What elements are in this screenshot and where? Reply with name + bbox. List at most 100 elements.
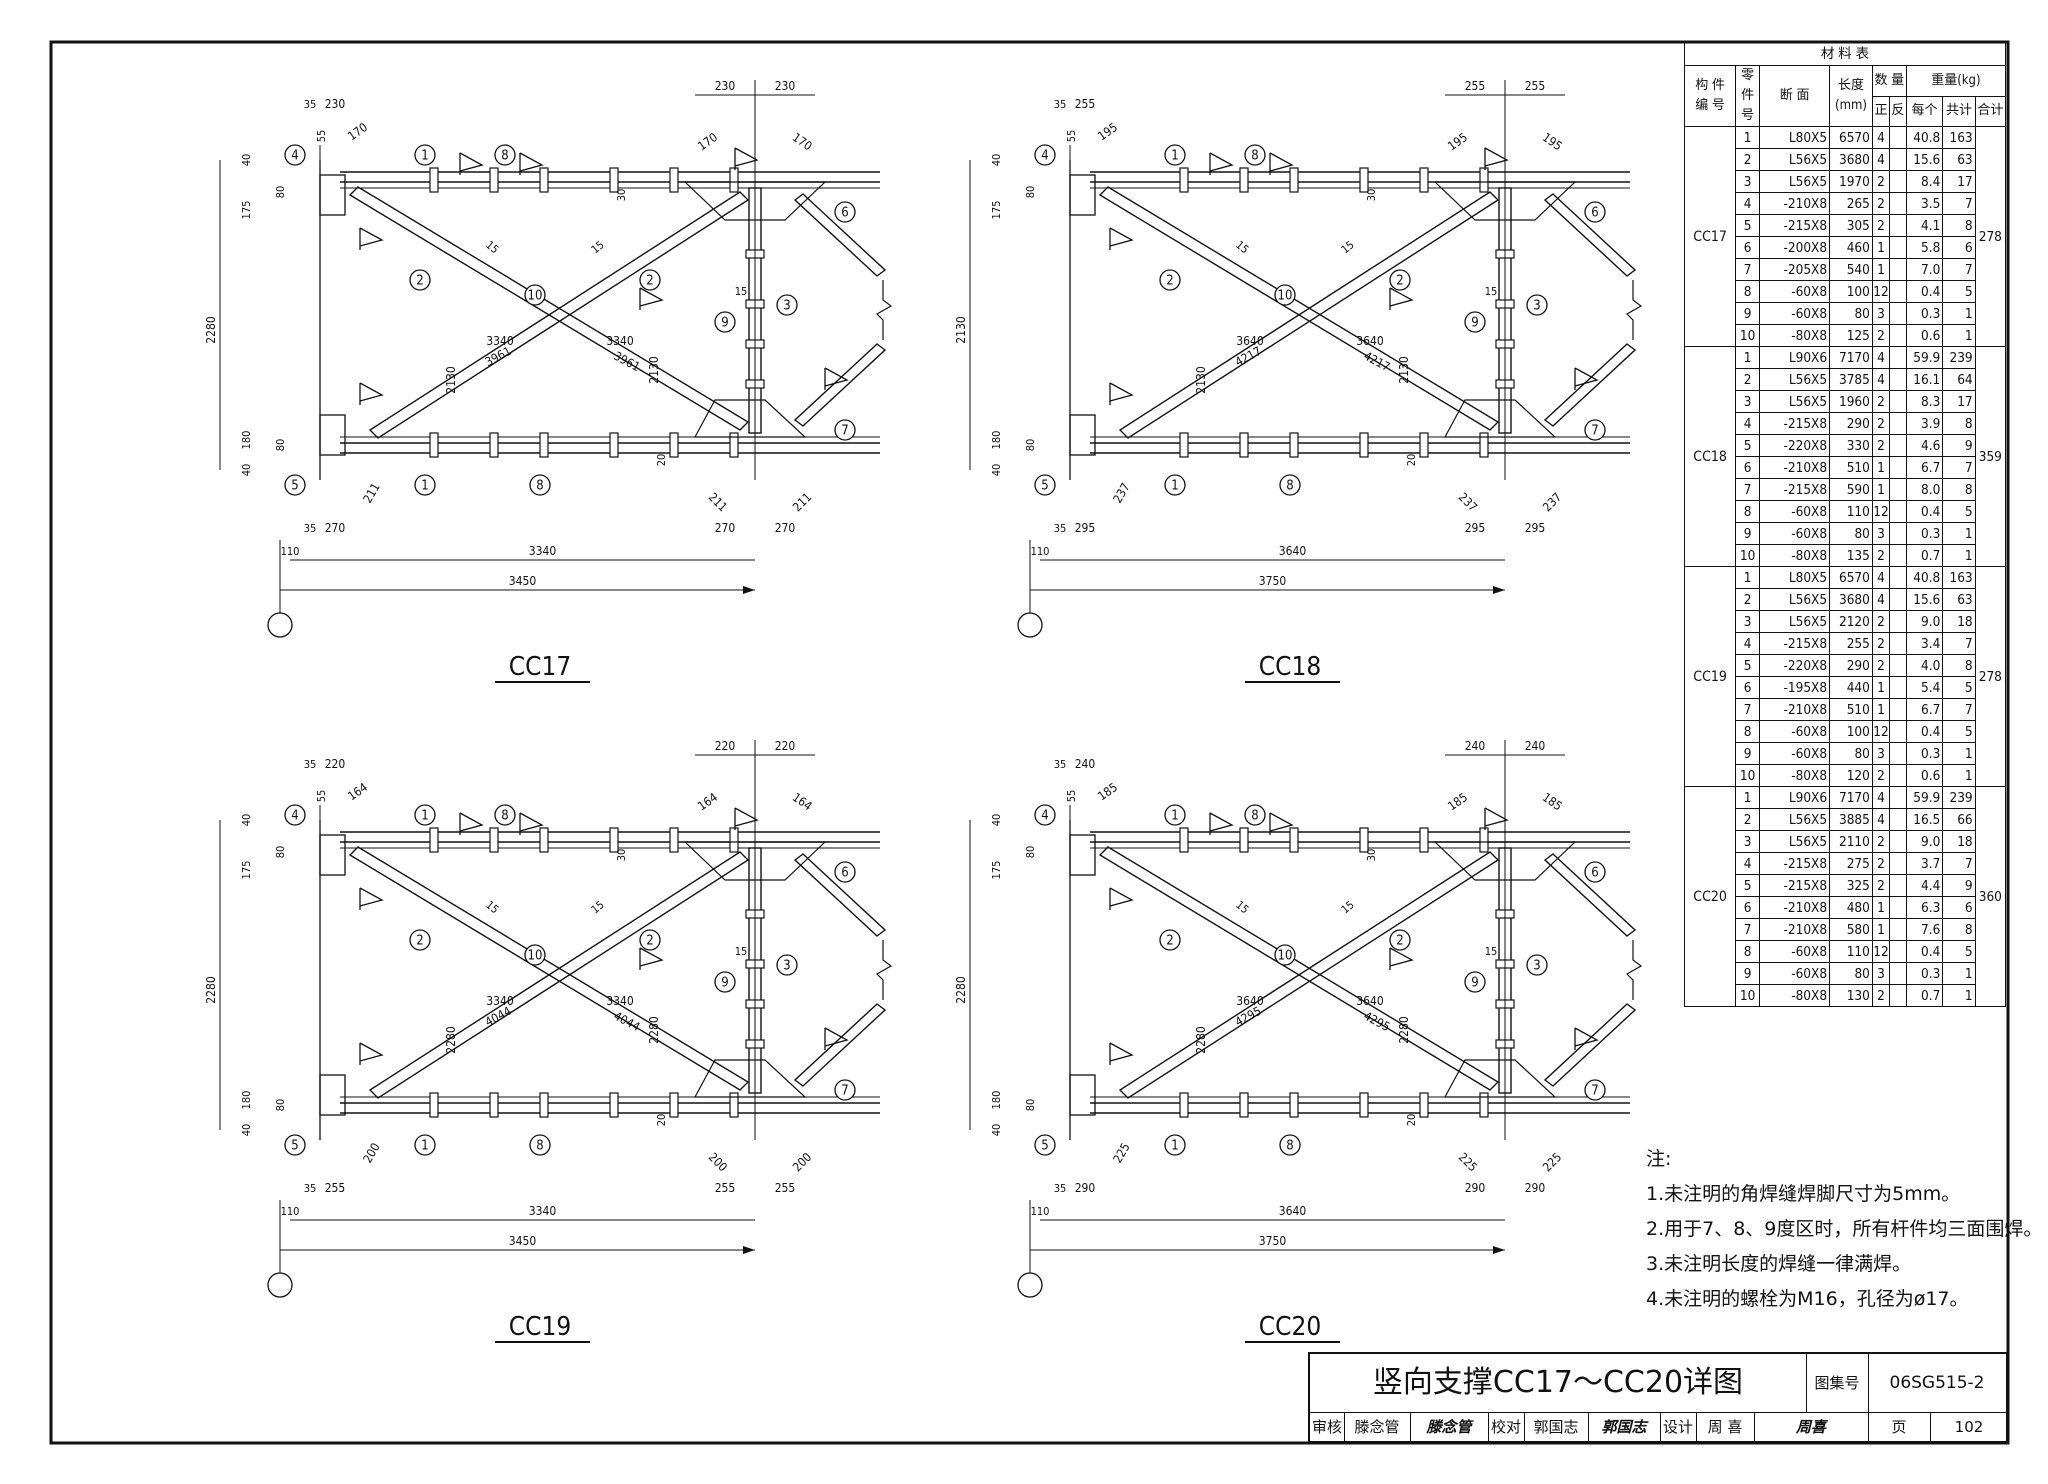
qty-pos: 2 (1871, 764, 1891, 787)
header-section: 断 面 (1759, 65, 1831, 127)
dim-left-height: 2130 (954, 316, 968, 344)
weight-sum: 6 (1942, 896, 1976, 919)
callout-number: 2 (646, 274, 653, 289)
length: 80 (1829, 302, 1873, 325)
batten-plate (609, 167, 619, 193)
callout-10 (1274, 944, 1296, 966)
weld-flag-tri (1109, 227, 1134, 247)
qty-neg (1889, 148, 1907, 171)
length: 580 (1829, 918, 1873, 941)
left-bot-plate (319, 414, 346, 456)
weight-each: 9.0 (1905, 830, 1944, 853)
batten-plate (1359, 167, 1369, 193)
callout-3 (776, 294, 798, 316)
qty-pos: 2 (1871, 984, 1891, 1007)
section: -60X8 (1759, 742, 1831, 765)
dim-bot-left-diag: 225 (1110, 1141, 1132, 1166)
callout-10 (524, 284, 546, 306)
weld-flag-tri (1484, 807, 1509, 827)
design-label: 设计 (1660, 1412, 1697, 1443)
drawing-id-label: CC18 (1259, 652, 1321, 682)
weight-each: 4.6 (1905, 434, 1944, 457)
weld-flag-tri (359, 887, 384, 907)
weld-flag-tri (1269, 152, 1294, 172)
part-no: 3 (1735, 830, 1761, 853)
callout-8 (494, 144, 516, 166)
length: 290 (1829, 412, 1873, 435)
subheader-1: 反 (1889, 95, 1907, 127)
weight-sum: 6 (1942, 236, 1976, 259)
qty-pos: 1 (1871, 236, 1891, 259)
callout-8b (529, 1134, 551, 1156)
weight-sum: 7 (1942, 698, 1976, 721)
callout-number: 10 (528, 949, 543, 964)
qty-pos: 1 (1871, 258, 1891, 281)
callout-4 (1034, 144, 1056, 166)
diagonal-brace-2 (1118, 851, 1500, 1099)
dim-bot-diag-r: 200 (790, 1150, 815, 1175)
section: -60X8 (1759, 962, 1831, 985)
dim-diag-len-r: 4295 (1361, 1009, 1392, 1034)
length: 110 (1829, 500, 1873, 523)
designer: 周 喜 (1696, 1412, 1755, 1443)
batten-plate (1359, 432, 1369, 458)
length: 275 (1829, 852, 1873, 875)
dim-30: 30 (615, 189, 628, 202)
dim-bot-gusset-l: 290 (1465, 1181, 1486, 1195)
header-member: 构 件 编 号 (1683, 65, 1737, 127)
qty-pos: 4 (1871, 148, 1891, 171)
part-no: 8 (1735, 720, 1761, 743)
weight-each: 4.0 (1905, 654, 1944, 677)
length: 540 (1829, 258, 1873, 281)
dim-bot-diag-l: 225 (1456, 1150, 1480, 1174)
callout-number: 6 (841, 206, 848, 221)
qty-neg (1889, 742, 1907, 765)
part-no: 1 (1735, 126, 1761, 149)
dim-55: 55 (1065, 790, 1078, 803)
weld-flag-tri (1109, 1042, 1134, 1062)
part-no: 10 (1735, 324, 1761, 347)
callout-number: 3 (783, 959, 790, 974)
member-id: CC20 (1683, 786, 1737, 1007)
callout-number: 1 (421, 1139, 428, 1154)
dim-80: 80 (274, 846, 287, 859)
length: 2120 (1829, 610, 1873, 633)
batten-plate (1239, 1092, 1249, 1118)
callout-1b (414, 1134, 436, 1156)
section: -220X8 (1759, 654, 1831, 677)
qty-pos: 1 (1871, 918, 1891, 941)
weight-each: 0.4 (1905, 280, 1944, 303)
qty-pos: 12 (1871, 940, 1891, 963)
callout-6 (834, 201, 856, 223)
section: -215X8 (1759, 412, 1831, 435)
qty-neg (1889, 940, 1907, 963)
dim-top-left-gusset: 220 (325, 757, 346, 771)
weld-flag-tri (459, 152, 484, 172)
dim-top-left-diag: 164 (345, 780, 370, 803)
dim-15: 15 (1233, 238, 1251, 256)
part-no: 5 (1735, 434, 1761, 457)
callout-number: 9 (1471, 976, 1478, 991)
qty-neg (1889, 852, 1907, 875)
callout-8 (494, 804, 516, 826)
dim-bot-left-diag: 211 (360, 481, 382, 506)
length: 130 (1829, 984, 1873, 1007)
weight-sum: 66 (1942, 808, 1976, 831)
callout-number: 5 (291, 1139, 298, 1154)
weight-each: 16.1 (1905, 368, 1944, 391)
batten-plate (669, 432, 679, 458)
checker: 郭国志 (1524, 1412, 1589, 1443)
qty-pos: 2 (1871, 852, 1891, 875)
weight-sum: 239 (1942, 346, 1976, 369)
left-bot-plate (1069, 414, 1096, 456)
dim-diag-v-r: 2130 (1397, 356, 1411, 384)
qty-neg (1889, 192, 1907, 215)
dim-total: 3450 (509, 1234, 537, 1248)
weight-sum: 1 (1942, 302, 1976, 325)
member-id: CC17 (1683, 126, 1737, 347)
